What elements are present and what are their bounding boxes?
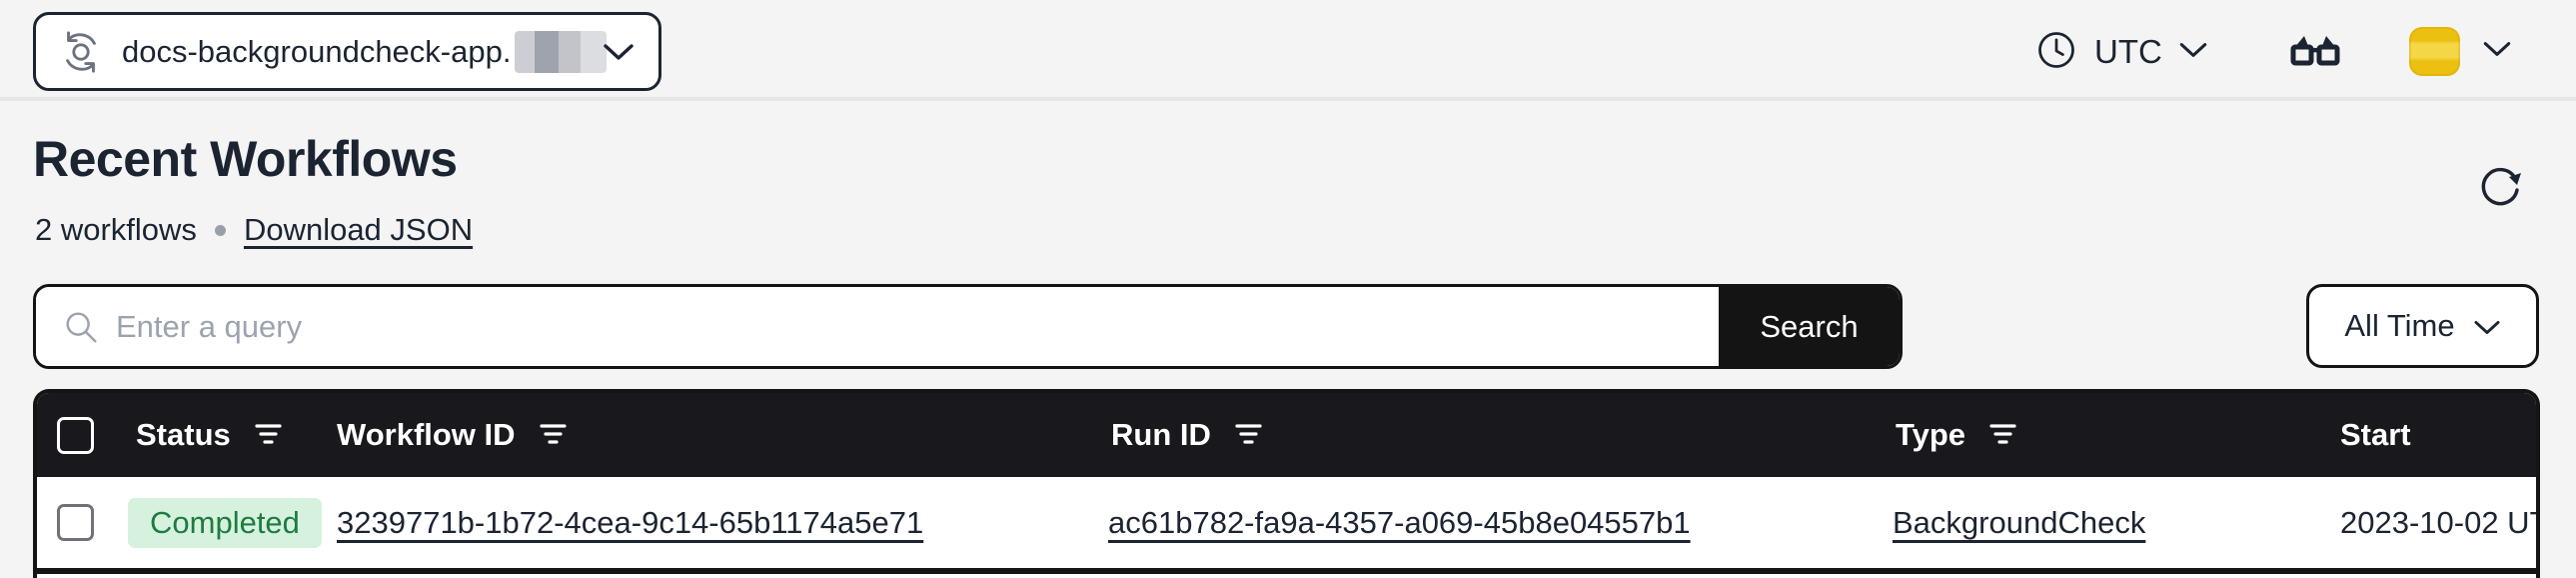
- query-input-wrap: [36, 287, 1719, 366]
- column-header-run-id: Run ID: [1111, 393, 1262, 477]
- workflows-table: Status Workflow ID: [33, 389, 2540, 578]
- workflow-id-filter-button[interactable]: [539, 422, 567, 449]
- account-menu[interactable]: [2409, 27, 2512, 76]
- workflow-count: 2 workflows: [35, 212, 197, 247]
- row-separator: [37, 568, 2536, 574]
- namespace-redacted: [515, 30, 608, 73]
- time-range-label: All Time: [2344, 308, 2455, 343]
- time-range-filter[interactable]: All Time: [2306, 284, 2539, 368]
- download-json-link[interactable]: Download JSON: [243, 212, 474, 247]
- search-button[interactable]: Search: [1719, 287, 1900, 366]
- chevron-down-icon: [2482, 40, 2512, 63]
- column-header-workflow-id: Workflow ID: [337, 393, 567, 477]
- filter-lines-icon: [539, 422, 567, 449]
- start-time: 2023-10-02 UT: [2340, 504, 2536, 540]
- column-header-start: Start: [2340, 393, 2411, 477]
- clock-icon: [2034, 28, 2078, 77]
- chevron-down-icon: [2473, 308, 2501, 344]
- start-cell: 2023-10-02 UT: [2340, 477, 2536, 568]
- run-id-cell: ac61b782-fa9a-4357-a069-45b8e04557b1: [1108, 477, 1691, 568]
- refresh-icon: [2476, 161, 2524, 212]
- glasses-icon: [2290, 34, 2340, 73]
- run-id-filter-button[interactable]: [1235, 422, 1262, 449]
- query-bar: Search: [33, 284, 1903, 369]
- namespace-label: docs-backgroundcheck-app.: [122, 33, 512, 69]
- search-input[interactable]: [116, 308, 1719, 345]
- workflow-meta: 2 workflows Download JSON: [35, 210, 473, 250]
- filter-lines-icon: [1989, 422, 2016, 449]
- labs-toggle[interactable]: [2290, 34, 2340, 73]
- type-cell: BackgroundCheck: [1893, 477, 2145, 568]
- column-label: Workflow ID: [337, 417, 516, 452]
- namespace-selector[interactable]: docs-backgroundcheck-app.: [33, 12, 661, 91]
- row-select-cell: [57, 477, 94, 568]
- top-bar: docs-backgroundcheck-app. UTC: [0, 0, 2576, 101]
- filter-lines-icon: [255, 422, 282, 449]
- chevron-down-icon: [2178, 41, 2208, 64]
- select-all-checkbox[interactable]: [57, 416, 94, 454]
- column-label: Run ID: [1111, 417, 1211, 452]
- timezone-selector[interactable]: UTC: [2034, 28, 2208, 76]
- column-label: Start: [2340, 417, 2411, 452]
- column-label: Status: [136, 417, 231, 452]
- type-link[interactable]: BackgroundCheck: [1893, 504, 2146, 540]
- filter-lines-icon: [1235, 422, 1262, 449]
- column-header-status: Status: [136, 393, 282, 477]
- chevron-down-icon: [603, 42, 635, 62]
- avatar: [2409, 27, 2460, 76]
- column-label: Type: [1896, 417, 1966, 452]
- row-checkbox[interactable]: [57, 504, 94, 541]
- separator-dot: [214, 224, 226, 236]
- timezone-label: UTC: [2094, 33, 2162, 70]
- refresh-button[interactable]: [2470, 156, 2530, 216]
- column-header-type: Type: [1896, 393, 2016, 477]
- status-cell: Completed: [128, 477, 322, 568]
- status-filter-button[interactable]: [255, 422, 282, 449]
- workflow-id-cell: 3239771b-1b72-4cea-9c14-65b1174a5e71: [337, 477, 923, 568]
- select-all-cell: [57, 393, 94, 477]
- magnifier-icon: [62, 308, 100, 346]
- page-title: Recent Workflows: [33, 131, 458, 187]
- sync-icon: [58, 29, 104, 75]
- type-filter-button[interactable]: [1989, 422, 2016, 449]
- table-row: Completed 3239771b-1b72-4cea-9c14-65b117…: [37, 477, 2536, 568]
- workflow-id-link[interactable]: 3239771b-1b72-4cea-9c14-65b1174a5e71: [337, 504, 924, 540]
- run-id-link[interactable]: ac61b782-fa9a-4357-a069-45b8e04557b1: [1108, 504, 1691, 540]
- table-header-row: Status Workflow ID: [37, 393, 2536, 477]
- status-badge: Completed: [128, 497, 322, 548]
